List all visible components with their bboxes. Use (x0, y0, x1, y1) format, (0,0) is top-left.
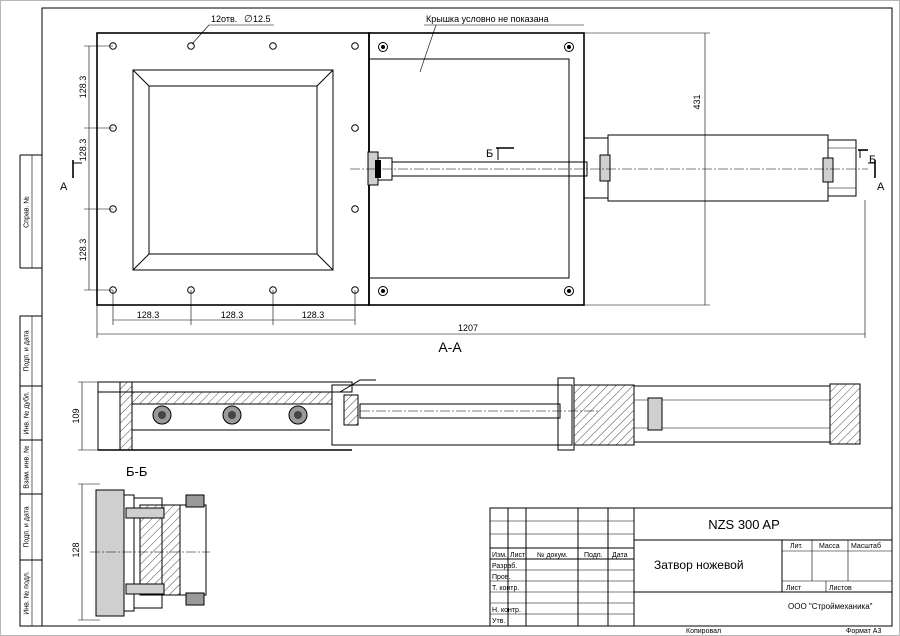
tb-col-doc: № докум. (537, 552, 568, 559)
dim-height-431: 431 (692, 94, 702, 109)
svg-text:А: А (877, 181, 885, 193)
tb-row-approved: Утв. (492, 618, 505, 625)
diameter-symbol: ∅ (244, 14, 253, 25)
stamp-sign-date-2: Подп. и дата (24, 506, 31, 547)
tb-col-izm: Изм. (492, 552, 507, 559)
section-marker-b-center: Б (486, 147, 514, 160)
section-aa-title: А-А (438, 339, 462, 355)
tb-lit: Лит. (790, 543, 803, 550)
gate-body-inner (368, 58, 570, 279)
title-block: Изм. Лист № докум. Подп. Дата Разраб. Пр… (489, 507, 893, 627)
dim-pitch-v3: 128.3 (78, 239, 88, 262)
stamp-ref-no: Справ. № (24, 196, 31, 228)
dim-pitch-v2: 128.3 (78, 139, 88, 162)
stamp-repl-inv: Взам. инв. № (24, 445, 31, 488)
tb-row-developed: Разраб. (492, 562, 517, 570)
tb-mass: Масса (819, 543, 840, 550)
dim-overall-length: 1207 (458, 323, 478, 333)
dim-height-128: 128 (71, 542, 81, 557)
section-bb-title: Б-Б (126, 464, 147, 479)
tb-col-date: Дата (612, 552, 628, 559)
tb-row-tech-control: Т. контр. (492, 585, 519, 592)
cover-note: Крышка условно не показана (426, 14, 549, 24)
tb-sheet: Лист (786, 585, 802, 592)
body-corner-bolts (378, 42, 574, 296)
svg-text:А: А (60, 181, 68, 193)
tb-designation: NZS 300 AP (708, 517, 780, 532)
tb-col-sign: Подп. (584, 552, 603, 559)
flange-opening-outer (132, 69, 334, 271)
pneumatic-cylinder (583, 134, 857, 202)
dim-pitch-v1: 128.3 (78, 76, 88, 99)
tb-company: ООО "Строймеханика" (788, 602, 873, 611)
section-marker-b-right: Б (858, 149, 876, 166)
svg-text:Б: Б (486, 148, 493, 160)
stamp-sign-date-1: Подп. и дата (24, 330, 31, 371)
overall-length-dim: 1207 (96, 200, 866, 338)
tb-row-norm-control: Н. контр. (492, 607, 521, 614)
horizontal-pitch-dims: 128.3 128.3 128.3 (112, 290, 356, 325)
section-bb-view: 128 (71, 483, 210, 621)
tb-copied: Копировал (686, 628, 721, 635)
tb-format: Формат А3 (846, 628, 881, 635)
tb-sheets: Листов (829, 585, 852, 592)
tb-scale: Масштаб (851, 542, 881, 550)
vertical-pitch-dims: 128.3 128.3 128.3 (78, 45, 113, 291)
section-marker-a-left: А (60, 160, 82, 193)
hole-diameter-value: 12.5 (253, 14, 271, 24)
svg-text:Б: Б (869, 154, 876, 166)
tb-product-name: Затвор ножевой (654, 558, 744, 572)
section-aa-view: 109 (71, 377, 861, 451)
holes-note-count: 12отв. (211, 14, 237, 24)
dim-pitch-h2: 128.3 (221, 310, 244, 320)
tb-col-list: Лист (510, 552, 526, 559)
actuator-rod (367, 151, 588, 186)
height-dim-431: 431 (584, 32, 710, 306)
dim-height-109: 109 (71, 408, 81, 423)
section-aa-bolts (152, 405, 308, 425)
section-marker-a-right: А (868, 160, 885, 193)
stamp-dupl-inv: Инв. № дубл. (23, 391, 31, 434)
tb-row-checked: Пров. (492, 574, 511, 581)
flange-plate (96, 32, 370, 306)
dim-pitch-h3: 128.3 (302, 310, 325, 320)
flange-opening-inner (148, 85, 318, 255)
side-stamp-strip: Справ. № Подп. и дата Инв. № дубл. Взам.… (19, 154, 43, 627)
stamp-orig-inv: Инв. № подл. (24, 571, 31, 615)
plan-view: 12отв. ∅ 12.5 Крышка условно не показана… (60, 14, 885, 338)
dim-pitch-h1: 128.3 (137, 310, 160, 320)
